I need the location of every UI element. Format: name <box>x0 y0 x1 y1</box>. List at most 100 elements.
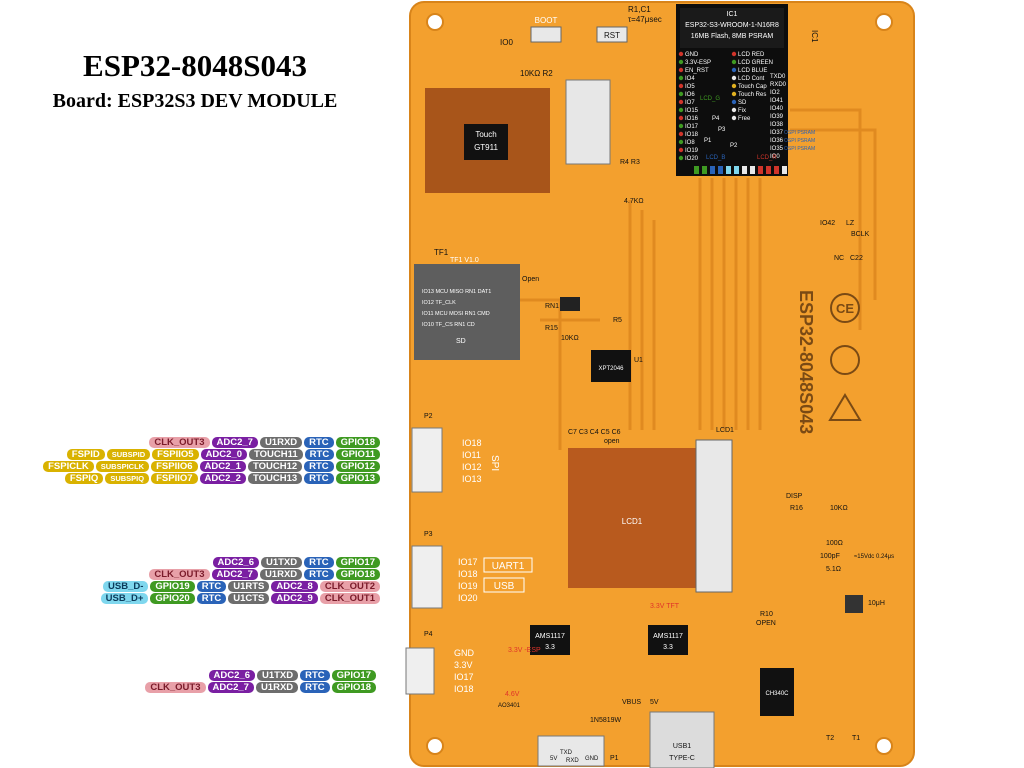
ch340-label: CH340C <box>765 691 789 697</box>
module-p2: P2 <box>730 143 738 149</box>
lcd1-top-label: LCD1 <box>716 427 734 434</box>
pin-dot <box>678 123 684 129</box>
pin-dot <box>678 59 684 65</box>
lcd-r-label: LCD_R <box>757 155 777 161</box>
usb1-label: USB1 <box>673 743 691 750</box>
module-io-label: IO2 <box>770 90 780 96</box>
pin-function-tag: FSPIIO5 <box>152 448 199 460</box>
ams1117-esp <box>530 625 570 655</box>
r5-label: R5 <box>613 317 622 324</box>
pin-function-tag: CLK_OUT3 <box>149 436 210 448</box>
module-left-pin-label: IO8 <box>685 140 695 146</box>
pin-function-tag: CLK_OUT1 <box>319 592 380 604</box>
pin-function-tag: GPIO11 <box>336 448 380 460</box>
typec-label: TYPE-C <box>669 755 695 762</box>
p1-rxd: RXD <box>566 758 579 764</box>
diode-label: 1N5819W <box>590 717 622 724</box>
u1-label: U1 <box>634 357 643 364</box>
rst-button[interactable] <box>596 26 628 43</box>
pin-dot <box>678 131 684 137</box>
module-io-label: IO37 <box>770 130 784 136</box>
mounting-hole <box>875 737 893 755</box>
pin-function-tag: ADC2_7 <box>211 568 258 580</box>
p2-io18: IO18 <box>462 438 482 448</box>
pin-function-tag: TOUCH11 <box>249 448 303 460</box>
disp-label: DISP <box>786 493 803 500</box>
pin-function-tag: ADC2_2 <box>199 472 246 484</box>
tf1-label: TF1 <box>434 248 449 257</box>
nc-label: NC <box>834 255 844 262</box>
p4-3v3: 3.3V <box>454 660 473 670</box>
module-io-label: IO40 <box>770 106 784 112</box>
module-right-pin-label: LCD BLUE <box>738 68 767 74</box>
pin-function-tag: FSPIIO6 <box>151 460 198 472</box>
pin-dot <box>678 139 684 145</box>
module-ref: IC1 <box>727 11 738 18</box>
r16-value: 10KΩ <box>830 505 848 512</box>
esp32-module: IC1 ESP32-S3-WROOM-1-N16R8 16MB Flash, 8… <box>676 4 815 176</box>
pin-function-tag: CLK_OUT3 <box>149 568 210 580</box>
rc-value: τ=47μsec <box>628 15 662 24</box>
gt911-chip <box>464 124 508 160</box>
pin-function-tag: ADC2_7 <box>207 681 254 693</box>
pin-dot <box>731 83 737 89</box>
pin-function-tag: RTC <box>300 681 330 693</box>
module-left-pin-label: GND <box>685 52 699 58</box>
pin-function-tag: CLK_OUT2 <box>319 580 380 592</box>
pin-function-tag: ADC2_6 <box>212 556 259 568</box>
lcd1-label: LCD1 <box>622 517 643 526</box>
pin-function-tag: ADC2_9 <box>271 592 318 604</box>
t1-label: T1 <box>852 735 860 742</box>
pin-dot <box>678 107 684 113</box>
lcd-g-label: LCD_G <box>700 96 720 102</box>
pin-dot <box>678 91 684 97</box>
pin-dot <box>678 115 684 121</box>
mounting-hole <box>426 737 444 755</box>
pin-dot <box>731 59 737 65</box>
pin-function-tag: GPIO13 <box>335 472 380 484</box>
pin-function-tag: U1TXD <box>260 556 303 568</box>
p3-connector <box>411 545 443 609</box>
pin-function-tag: RTC <box>304 460 334 472</box>
module-psram-label: OSPI PSRAM <box>784 130 815 136</box>
pin-function-tag: SUBSPICLK <box>95 460 150 472</box>
pin-function-tag: GPIO12 <box>335 460 380 472</box>
mounting-holes <box>426 13 893 755</box>
uart1-label: UART1 <box>492 561 525 572</box>
boot-button[interactable] <box>530 26 562 43</box>
module-p3: P3 <box>718 127 726 133</box>
pin-function-tag: RTC <box>300 669 330 681</box>
usb-tag <box>483 577 525 593</box>
module-pad <box>710 166 715 174</box>
boot-label: BOOT <box>535 16 558 25</box>
p2-io11: IO11 <box>462 450 481 460</box>
module-right-pin-label: Touch Res <box>738 92 766 98</box>
pin-function-tag: RTC <box>196 592 227 604</box>
module-left-pin-label: IO7 <box>685 100 695 106</box>
ams1117-tft-volt: 3.3 <box>663 644 673 651</box>
pcb-board: BOOT RST IO0 R1,C1 τ=47μsec 10KΩ R2 IC1 … <box>405 1 915 768</box>
r47k-label: 4.7KΩ <box>624 198 644 205</box>
ams1117-esp-volt: 3.3 <box>545 644 555 651</box>
pin-dot <box>731 91 737 97</box>
pin-function-tag: RTC <box>304 556 334 568</box>
p3-io18: IO18 <box>458 569 478 579</box>
module-right-pin-label: LCD RED <box>738 52 765 58</box>
module-right-io: TXD0RXD0IO2IO41IO40IO39IO38IO37IO36IO35I… <box>770 74 815 160</box>
module-left-pin-label: IO20 <box>685 156 699 162</box>
module-left-pin-label: IO6 <box>685 92 695 98</box>
bclk-label: BCLK <box>851 231 870 238</box>
module-left-pins: GND3.3V-ESPEN_RSTIO4IO5IO6IO7IO15IO16IO1… <box>678 51 711 162</box>
module-left-pin-label: EN_RST <box>685 68 709 74</box>
pin-function-tag: TOUCH12 <box>247 460 303 472</box>
module-pad <box>766 166 771 174</box>
pin-dot <box>678 155 684 161</box>
pin-function-tag: CLK_OUT3 <box>145 681 206 693</box>
p3-io20: IO20 <box>458 593 478 603</box>
pin-function-tag: U1RXD <box>255 681 299 693</box>
module-psram-label: OSPI PSRAM <box>784 146 815 152</box>
pin-function-tag: U1CTS <box>228 592 270 604</box>
module-p1: P1 <box>704 138 712 144</box>
